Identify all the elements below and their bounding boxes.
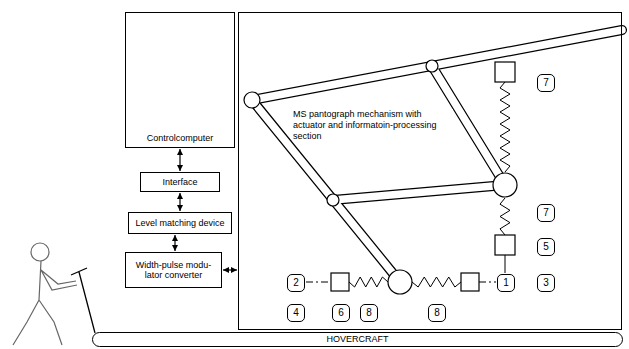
process-box: Width-pulse modu- lator converter bbox=[125, 252, 222, 288]
person-head bbox=[31, 243, 49, 261]
text-block: Width-pulse modu- lator converter bbox=[126, 253, 221, 287]
callout-number: 6 bbox=[332, 304, 350, 322]
text-block: 3 bbox=[538, 275, 554, 291]
box-label: Controlcomputer bbox=[147, 133, 214, 143]
computer-box: Controlcomputer bbox=[125, 12, 235, 148]
callout-number: 6 bbox=[338, 308, 344, 318]
text-block: 5 bbox=[538, 239, 554, 255]
text-block: 1 bbox=[498, 275, 514, 291]
dash-dot-axis bbox=[306, 282, 331, 283]
callout-number: 1 bbox=[503, 278, 509, 288]
spring-symbol bbox=[349, 277, 388, 287]
pantograph-rods bbox=[252, 30, 622, 282]
pivot-joint bbox=[327, 194, 339, 206]
process-box: Level matching device bbox=[128, 212, 232, 234]
text-block: Controlcomputer bbox=[126, 13, 234, 147]
handle-bar bbox=[71, 268, 95, 333]
sensor-lead bbox=[505, 255, 506, 273]
double-arrow bbox=[179, 193, 180, 211]
box-label: Width-pulse modu- lator converter bbox=[129, 260, 218, 281]
text-block: Interface bbox=[141, 173, 219, 191]
rod-outlines bbox=[252, 30, 622, 282]
rod-fills bbox=[252, 30, 622, 282]
person-body bbox=[13, 261, 77, 345]
sensor-block bbox=[461, 273, 479, 291]
callout-number: 8 bbox=[360, 304, 378, 322]
handle-pole bbox=[71, 268, 95, 333]
double-arrow bbox=[179, 149, 180, 171]
callout-number: 8 bbox=[434, 308, 440, 318]
top-rod bbox=[252, 30, 622, 100]
text-block: 8 bbox=[429, 305, 445, 321]
actuator-block bbox=[495, 62, 515, 82]
mechanism-panel: MS pantograph mechanism with actuator an… bbox=[238, 12, 622, 330]
process-box: Interface bbox=[140, 172, 220, 192]
callout-number: 7 bbox=[543, 208, 549, 218]
pivot-joint bbox=[244, 92, 260, 108]
spring-symbol bbox=[500, 82, 510, 172]
joints bbox=[244, 60, 517, 294]
top-rod bbox=[252, 30, 622, 100]
pivot-joint bbox=[426, 60, 438, 72]
callout-number: 7 bbox=[537, 74, 555, 92]
callout-number: 5 bbox=[537, 238, 555, 256]
box-label: Interface bbox=[162, 177, 197, 187]
callout-number: 3 bbox=[543, 278, 549, 288]
callout-number: 3 bbox=[537, 274, 555, 292]
callout-number: 7 bbox=[543, 78, 549, 88]
double-arrow bbox=[174, 235, 175, 251]
text-block: 8 bbox=[361, 305, 377, 321]
text-block: MS pantograph mechanism with actuator an… bbox=[293, 109, 453, 141]
text-block: 4 bbox=[288, 305, 304, 321]
text-block: 7 bbox=[538, 205, 554, 221]
callout-number: 5 bbox=[543, 242, 549, 252]
double-arrow bbox=[223, 269, 237, 270]
text-block: HOVERCRAFT bbox=[93, 333, 622, 346]
text-block: 6 bbox=[333, 305, 349, 321]
callout-number: 2 bbox=[293, 278, 299, 288]
output-joint bbox=[493, 173, 517, 197]
actuator-block bbox=[331, 273, 349, 291]
panel-title: MS pantograph mechanism with actuator an… bbox=[293, 109, 453, 141]
callout-number: 7 bbox=[537, 204, 555, 222]
text-block: 7 bbox=[538, 75, 554, 91]
sensor-block bbox=[495, 235, 515, 255]
spring-symbol bbox=[412, 277, 461, 287]
callout-number: 1 bbox=[497, 274, 515, 292]
callout-number: 4 bbox=[293, 308, 299, 318]
walking-person bbox=[13, 243, 77, 345]
base-joint bbox=[388, 270, 412, 294]
spring-symbol bbox=[500, 198, 510, 235]
text-block: 2 bbox=[288, 275, 304, 291]
callout-number: 8 bbox=[428, 304, 446, 322]
text-block: Level matching device bbox=[129, 213, 231, 233]
callout-number: 2 bbox=[287, 274, 305, 292]
box-label: HOVERCRAFT bbox=[326, 334, 388, 344]
hovercraft-band: HOVERCRAFT bbox=[92, 332, 623, 347]
callout-number: 4 bbox=[287, 304, 305, 322]
link-rod bbox=[333, 185, 505, 200]
callout-number: 8 bbox=[366, 308, 372, 318]
link-rod bbox=[333, 185, 505, 200]
dash-dot-axis bbox=[479, 282, 496, 283]
box-label: Level matching device bbox=[135, 218, 224, 228]
